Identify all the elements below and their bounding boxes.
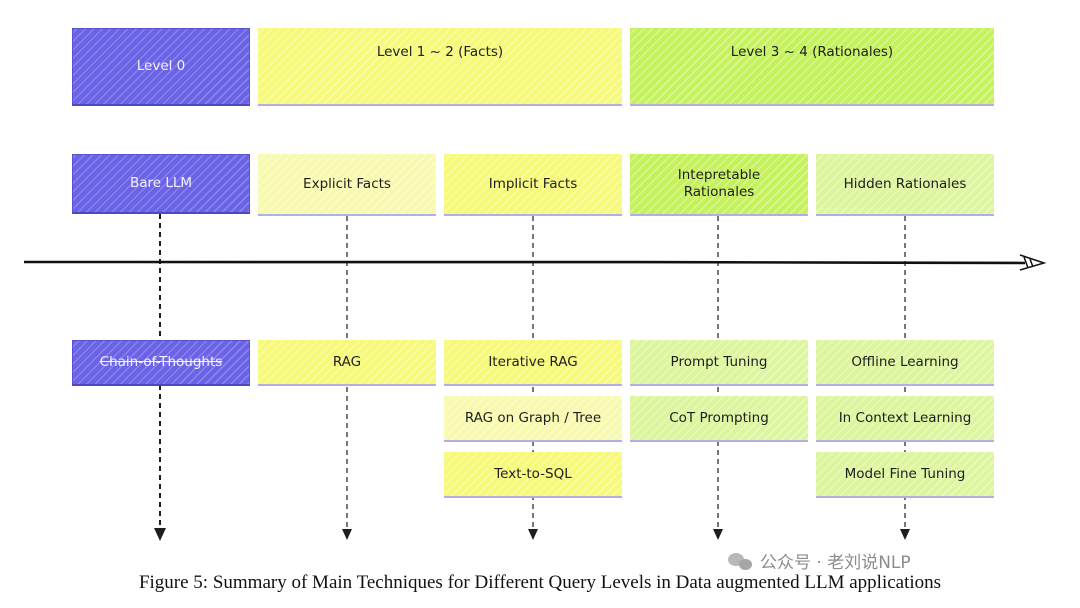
implicit-facts-box: Implicit Facts [444, 154, 622, 216]
rag-box: RAG [258, 340, 436, 386]
text-to-sql-box: Text-to-SQL [444, 452, 622, 498]
arrowhead-icon [528, 529, 538, 540]
offline-learning-box: Offline Learning [816, 340, 994, 386]
arrowhead-icon [900, 529, 910, 540]
cot-prompting-box: CoT Prompting [630, 396, 808, 442]
level-1-2-facts-box: Level 1 ~ 2 (Facts) [258, 28, 622, 106]
level-3-4-rationales-box: Level 3 ~ 4 (Rationales) [630, 28, 994, 106]
chain-of-thoughts-box: Chain-of-Thoughts [72, 340, 250, 386]
iterative-rag-box: Iterative RAG [444, 340, 622, 386]
prompt-tuning-box: Prompt Tuning [630, 340, 808, 386]
explicit-facts-box: Explicit Facts [258, 154, 436, 216]
hidden-rationales-box: Hidden Rationales [816, 154, 994, 216]
in-context-learning-box: In Context Learning [816, 396, 994, 442]
level-0-box: Level 0 [72, 28, 250, 106]
interpretable-rationales-box: Intepretable Rationales [630, 154, 808, 216]
rag-graph-tree-box: RAG on Graph / Tree [444, 396, 622, 442]
figure-caption: Figure 5: Summary of Main Techniques for… [138, 572, 942, 593]
axis-arrowhead-icon [1019, 254, 1047, 271]
arrowhead-icon [342, 529, 352, 540]
horizontal-axis [23, 260, 1026, 265]
wechat-icon [728, 551, 754, 571]
arrowhead-icon [713, 529, 723, 540]
arrowhead-icon [154, 528, 166, 541]
watermark-text: 公众号 · 老刘说NLP [760, 553, 911, 573]
watermark: 公众号 · 老刘说NLP [728, 548, 911, 573]
bare-llm-box: Bare LLM [72, 154, 250, 214]
model-fine-tuning-box: Model Fine Tuning [816, 452, 994, 498]
